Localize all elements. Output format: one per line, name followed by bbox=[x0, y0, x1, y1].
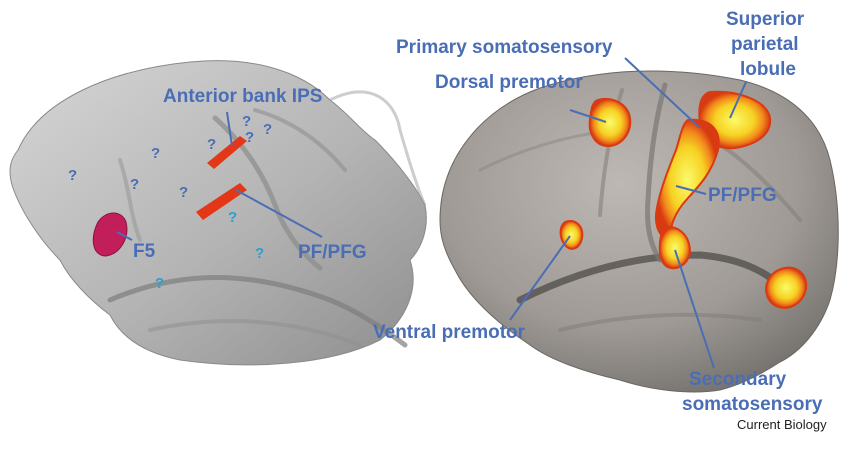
label-superior-parietal-line3: lobule bbox=[740, 59, 796, 81]
question-mark: ? bbox=[151, 146, 160, 161]
question-mark: ? bbox=[155, 276, 164, 291]
journal-credit: Current Biology bbox=[737, 417, 827, 432]
activation-occipital bbox=[766, 268, 806, 308]
question-mark: ? bbox=[245, 130, 254, 145]
question-mark: ? bbox=[68, 168, 77, 183]
label-pf-pfg-monkey: PF/PFG bbox=[298, 242, 367, 264]
label-secondary-line2: somatosensory bbox=[682, 394, 822, 416]
label-f5: F5 bbox=[133, 241, 155, 263]
label-primary-somatosensory: Primary somatosensory bbox=[396, 37, 613, 59]
label-anterior-bank-ips: Anterior bank IPS bbox=[163, 86, 322, 108]
label-pf-pfg-human: PF/PFG bbox=[708, 185, 777, 207]
label-ventral-premotor: Ventral premotor bbox=[373, 322, 525, 344]
question-mark: ? bbox=[207, 137, 216, 152]
activation-dorsal-premotor bbox=[590, 99, 631, 146]
question-mark: ? bbox=[179, 185, 188, 200]
question-mark: ? bbox=[263, 122, 272, 137]
question-mark: ? bbox=[130, 177, 139, 192]
label-superior-parietal-line1: Superior bbox=[726, 9, 804, 31]
label-secondary-line1: Secondary bbox=[689, 369, 786, 391]
question-mark: ? bbox=[228, 210, 237, 225]
label-superior-parietal-line2: parietal bbox=[731, 34, 799, 56]
question-mark: ? bbox=[255, 246, 264, 261]
label-dorsal-premotor: Dorsal premotor bbox=[435, 72, 583, 94]
question-mark: ? bbox=[242, 114, 251, 129]
